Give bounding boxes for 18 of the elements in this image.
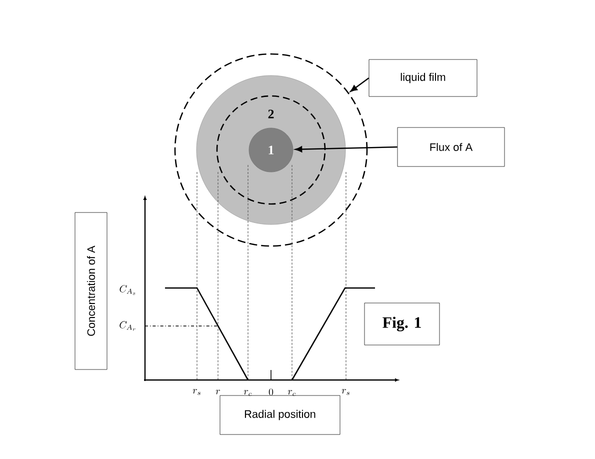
- tick-label: $0$: [268, 388, 274, 396]
- arrow: [350, 77, 370, 92]
- text-box: Flux of A: [397, 127, 505, 167]
- tick-label: $r_c$: [288, 390, 296, 396]
- tick-label: $r_s$: [342, 389, 350, 395]
- arrow: [295, 146, 398, 152]
- tick-label: $r_s$: [192, 389, 200, 395]
- tick-label: $r$: [216, 390, 220, 394]
- tick-label: $r_c$: [244, 390, 252, 396]
- axis-label: $C_{A_r}$: [120, 321, 136, 331]
- text-box: liquid film: [368, 59, 478, 97]
- dashed-circle: [174, 53, 368, 247]
- figure-label-box: Fig. 1: [364, 302, 440, 346]
- axis-label: $C_{A_s}$: [120, 285, 136, 295]
- particle-disc: [196, 75, 346, 225]
- text-box: Concentration of A: [74, 212, 108, 370]
- region-number: 2: [268, 110, 274, 118]
- text-box: Radial position: [220, 395, 340, 435]
